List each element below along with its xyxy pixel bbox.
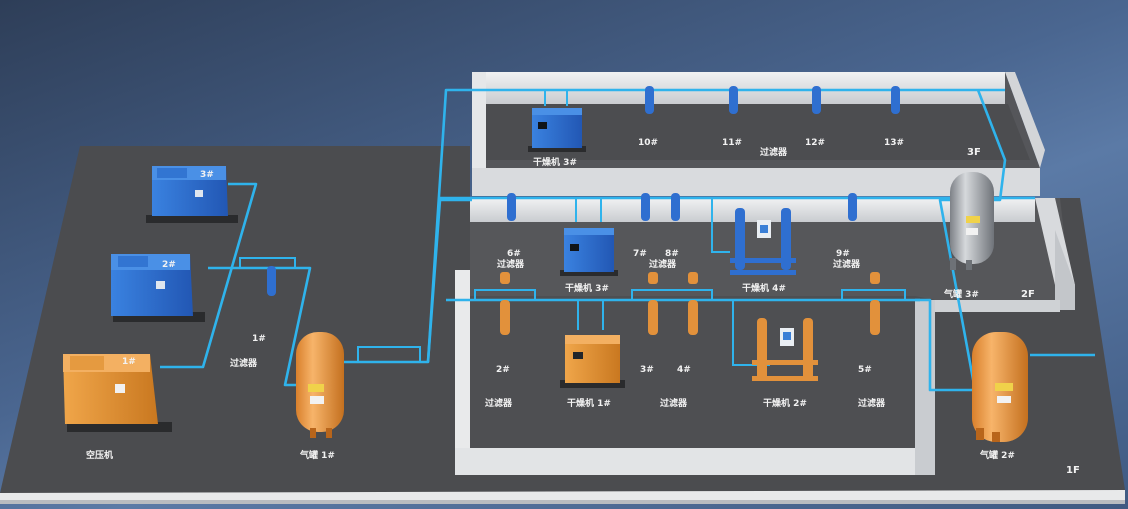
floor-2-label: 2F	[1021, 289, 1035, 300]
dryer-3f[interactable]	[528, 108, 586, 152]
compressor-2-id: 2#	[162, 260, 176, 270]
filter-12[interactable]	[812, 86, 821, 114]
dryer-3f-label: 干燥机 3#	[533, 156, 577, 168]
air-tank-1[interactable]	[296, 332, 344, 438]
dryer-3-label: 干燥机 3#	[565, 282, 609, 294]
filter-2-label: 过滤器	[485, 397, 513, 409]
filter-8-id: 8#	[665, 249, 679, 259]
dryer-4-label: 干燥机 4#	[742, 282, 786, 294]
compressor-2[interactable]: 2#	[111, 254, 205, 322]
filter-9[interactable]	[848, 193, 857, 221]
filter-3-id: 3#	[640, 365, 654, 375]
air-tank-3[interactable]	[950, 172, 994, 270]
filter-6-label: 过滤器	[497, 258, 525, 270]
dryer-1-label: 干燥机 1#	[567, 397, 611, 409]
floor-3-filters-label: 过滤器	[760, 146, 788, 158]
filter-6-id: 6#	[507, 249, 521, 259]
filter-13[interactable]	[891, 86, 900, 114]
filter-2-id: 2#	[496, 365, 510, 375]
filter-7-id: 7#	[633, 249, 647, 259]
air-pipe-network	[160, 88, 1095, 392]
air-tank-2-label: 气罐 2#	[979, 449, 1015, 461]
filter-13-id: 13#	[884, 138, 904, 148]
air-tank-1-label: 气罐 1#	[299, 449, 335, 461]
compressor-3-id: 3#	[200, 170, 214, 180]
dryer-2-label: 干燥机 2#	[763, 397, 807, 409]
air-tank-3-label: 气罐 3#	[943, 288, 979, 300]
compressor-3[interactable]: 3#	[146, 166, 238, 223]
filter-8[interactable]	[671, 193, 680, 221]
filter-6[interactable]	[507, 193, 516, 221]
filter-4[interactable]	[688, 272, 698, 335]
filter-4-id: 4#	[677, 365, 691, 375]
filter-9-id: 9#	[836, 249, 850, 259]
filter-12-id: 12#	[805, 138, 825, 148]
filter-2[interactable]	[500, 272, 510, 335]
filter-3[interactable]	[648, 272, 658, 335]
filter-5-label: 过滤器	[858, 397, 886, 409]
dryer-3[interactable]	[560, 228, 618, 276]
filter-1[interactable]	[267, 266, 276, 296]
dryer-2[interactable]	[752, 318, 818, 381]
filter-1-id: 1#	[252, 334, 266, 344]
floor-2-structure	[470, 198, 1075, 312]
filter-5[interactable]	[870, 272, 880, 335]
filter-10-id: 10#	[638, 138, 658, 148]
compressor-1-id: 1#	[122, 357, 136, 367]
air-tank-2[interactable]	[972, 332, 1028, 442]
filter-9-label: 过滤器	[833, 258, 861, 270]
compressor-group-label: 空压机	[86, 449, 113, 461]
filter-1-label: 过滤器	[230, 357, 258, 369]
floor-1-label: 1F	[1066, 465, 1080, 476]
dryer-4[interactable]	[730, 208, 796, 275]
filter-10[interactable]	[645, 86, 654, 114]
filter-11-id: 11#	[722, 138, 742, 148]
filter-5-id: 5#	[858, 365, 872, 375]
filter-11[interactable]	[729, 86, 738, 114]
dryer-1[interactable]	[560, 335, 625, 388]
compressor-1[interactable]: 1#	[63, 354, 172, 432]
filters-7-8-label: 过滤器	[649, 258, 677, 270]
floor-3-label: 3F	[967, 147, 981, 158]
filters-3-4-label: 过滤器	[660, 397, 688, 409]
filter-7[interactable]	[641, 193, 650, 221]
